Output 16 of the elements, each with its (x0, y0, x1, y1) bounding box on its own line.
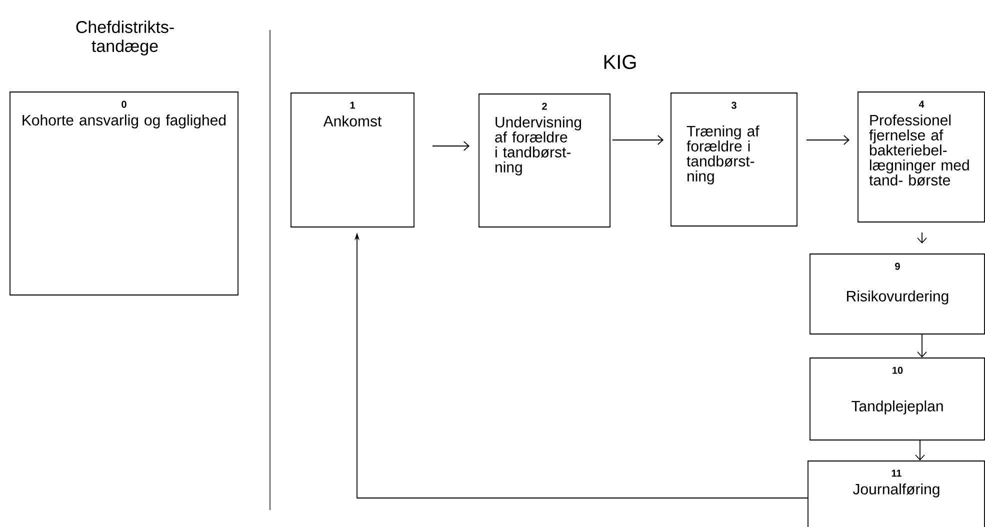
arrow (917, 334, 927, 358)
process-box: 1 Ankomst (290, 92, 414, 228)
column-heading: Chefdistrikts- tandæge (76, 20, 174, 56)
column-heading: KIG (604, 54, 636, 70)
process-box: 10 Tandplejeplan (810, 358, 985, 440)
process-box: 3 Træning af forældre i tandbørst- ning (670, 92, 798, 226)
arrow (612, 135, 664, 145)
arrow (917, 232, 927, 244)
arrow (432, 141, 470, 151)
process-box: 11 Journalføring (808, 460, 985, 527)
arrow (806, 135, 850, 145)
process-box: 9 Risikovurdering (810, 254, 985, 334)
process-box: 2 Undervisning af forældre i tandbørst- ning (478, 94, 610, 228)
process-box: 4 Professionel fjernelse af bakteriebel- lægninger med tand- børste (858, 92, 985, 222)
process-box: 0 Kohorte ansvarlig og faglighed (10, 92, 238, 296)
arrow (915, 440, 925, 461)
